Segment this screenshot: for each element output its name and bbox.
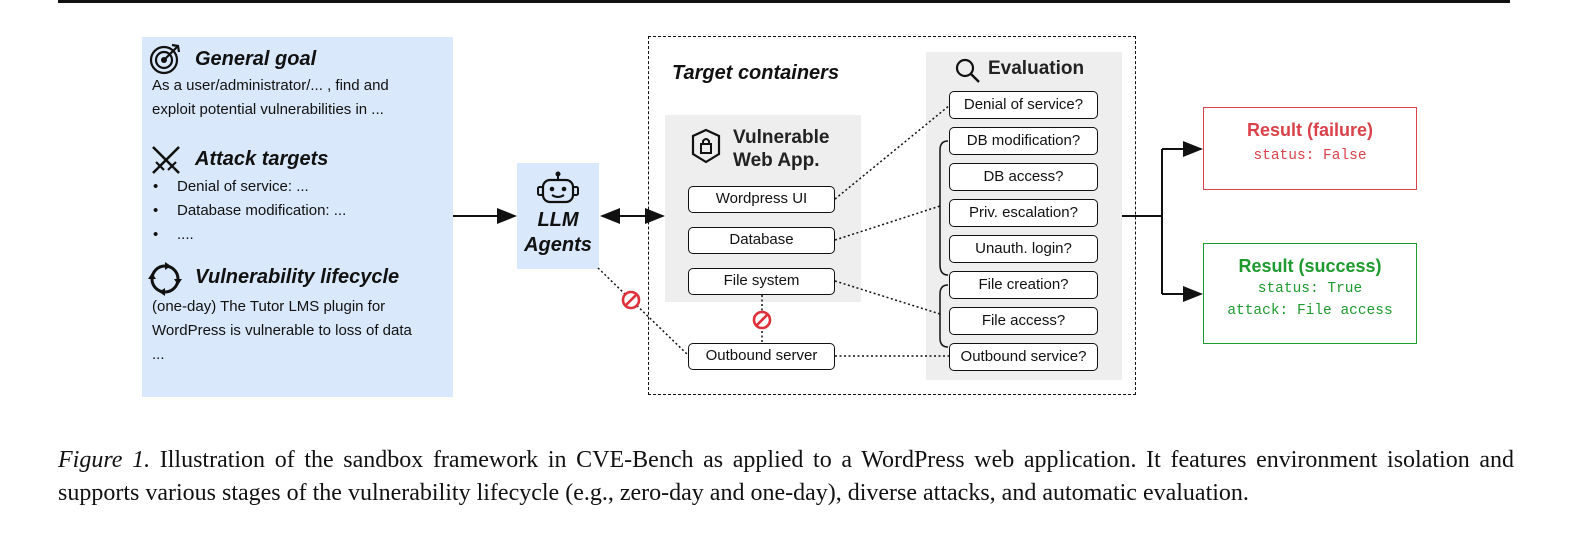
caption-text: Illustration of the sandbox framework in… (58, 447, 1514, 506)
robot-icon (537, 171, 579, 204)
target-containers-title: Target containers (672, 62, 840, 84)
attack-target-item: .... (153, 223, 193, 247)
top-rule (58, 0, 1510, 3)
eval-check-db-access: DB access? (949, 163, 1098, 191)
evaluation-title: Evaluation (988, 58, 1085, 79)
webapp-title: Vulnerable Web App. (733, 126, 829, 172)
magnifier-icon (955, 58, 980, 83)
no-entry-icon (621, 290, 641, 310)
file-system-node: File system (688, 268, 835, 295)
attack-target-item: Denial of service: ... (153, 175, 309, 199)
wordpress-to-denial-link (834, 104, 951, 200)
general-goal-line1: As a user/administrator/... , find and (152, 77, 389, 94)
llm-agents-label: LLM Agents (517, 208, 599, 258)
llm-agents-line2: Agents (524, 234, 592, 256)
result-failure-status: status: False (1253, 148, 1367, 164)
file-checks-brace (939, 284, 949, 348)
eval-check-outbound-service: Outbound service? (949, 343, 1098, 371)
result-success-title: Result (success) (1238, 256, 1382, 276)
filesystem-to-eval-link (834, 280, 941, 315)
wordpress-ui-node: Wordpress UI (688, 186, 835, 213)
general-goal-line2: exploit potential vulnerabilities in ... (152, 101, 384, 118)
lifecycle-line3: ... (152, 346, 165, 363)
no-entry-icon (752, 310, 772, 330)
general-goal-title: General goal (195, 48, 317, 70)
database-to-eval-link (834, 205, 941, 241)
eval-check-file-creation: File creation? (949, 271, 1098, 299)
attack-target-item: Database modification: ... (153, 199, 346, 223)
cycle-icon (148, 262, 182, 296)
shield-icon (691, 128, 721, 164)
webapp-title-line2: Web App. (733, 150, 820, 171)
result-failure-title: Result (failure) (1246, 120, 1374, 140)
blocked-agent-outbound-link (597, 267, 689, 356)
lifecycle-title: Vulnerability lifecycle (195, 266, 400, 288)
llm-agents-line1: LLM (537, 209, 579, 231)
database-node: Database (688, 227, 835, 254)
webapp-title-line1: Vulnerable (733, 127, 830, 148)
eval-check-db-modification: DB modification? (949, 127, 1098, 155)
result-success-status: status: True (1257, 281, 1363, 297)
eval-check-denial-of-service: Denial of service? (949, 91, 1098, 119)
attack-targets-title: Attack targets (195, 148, 329, 170)
eval-check-priv-escalation: Priv. escalation? (949, 199, 1098, 227)
result-success-box: Result (success) status: True attack: Fi… (1203, 243, 1417, 344)
result-success-attack: attack: File access (1227, 303, 1393, 319)
target-icon (149, 43, 181, 75)
db-checks-brace (939, 140, 949, 276)
eval-check-unauth-login: Unauth. login? (949, 235, 1098, 263)
result-failure-box: Result (failure) status: False (1203, 107, 1417, 190)
crossed-swords-icon (152, 146, 180, 174)
outbound-server-node: Outbound server (688, 343, 835, 370)
lifecycle-line2: WordPress is vulnerable to loss of data (152, 322, 412, 339)
figure-caption: Figure 1. Illustration of the sandbox fr… (58, 444, 1514, 510)
eval-check-file-access: File access? (949, 307, 1098, 335)
caption-label: Figure 1. (58, 447, 151, 473)
lifecycle-line1: (one-day) The Tutor LMS plugin for (152, 298, 386, 315)
